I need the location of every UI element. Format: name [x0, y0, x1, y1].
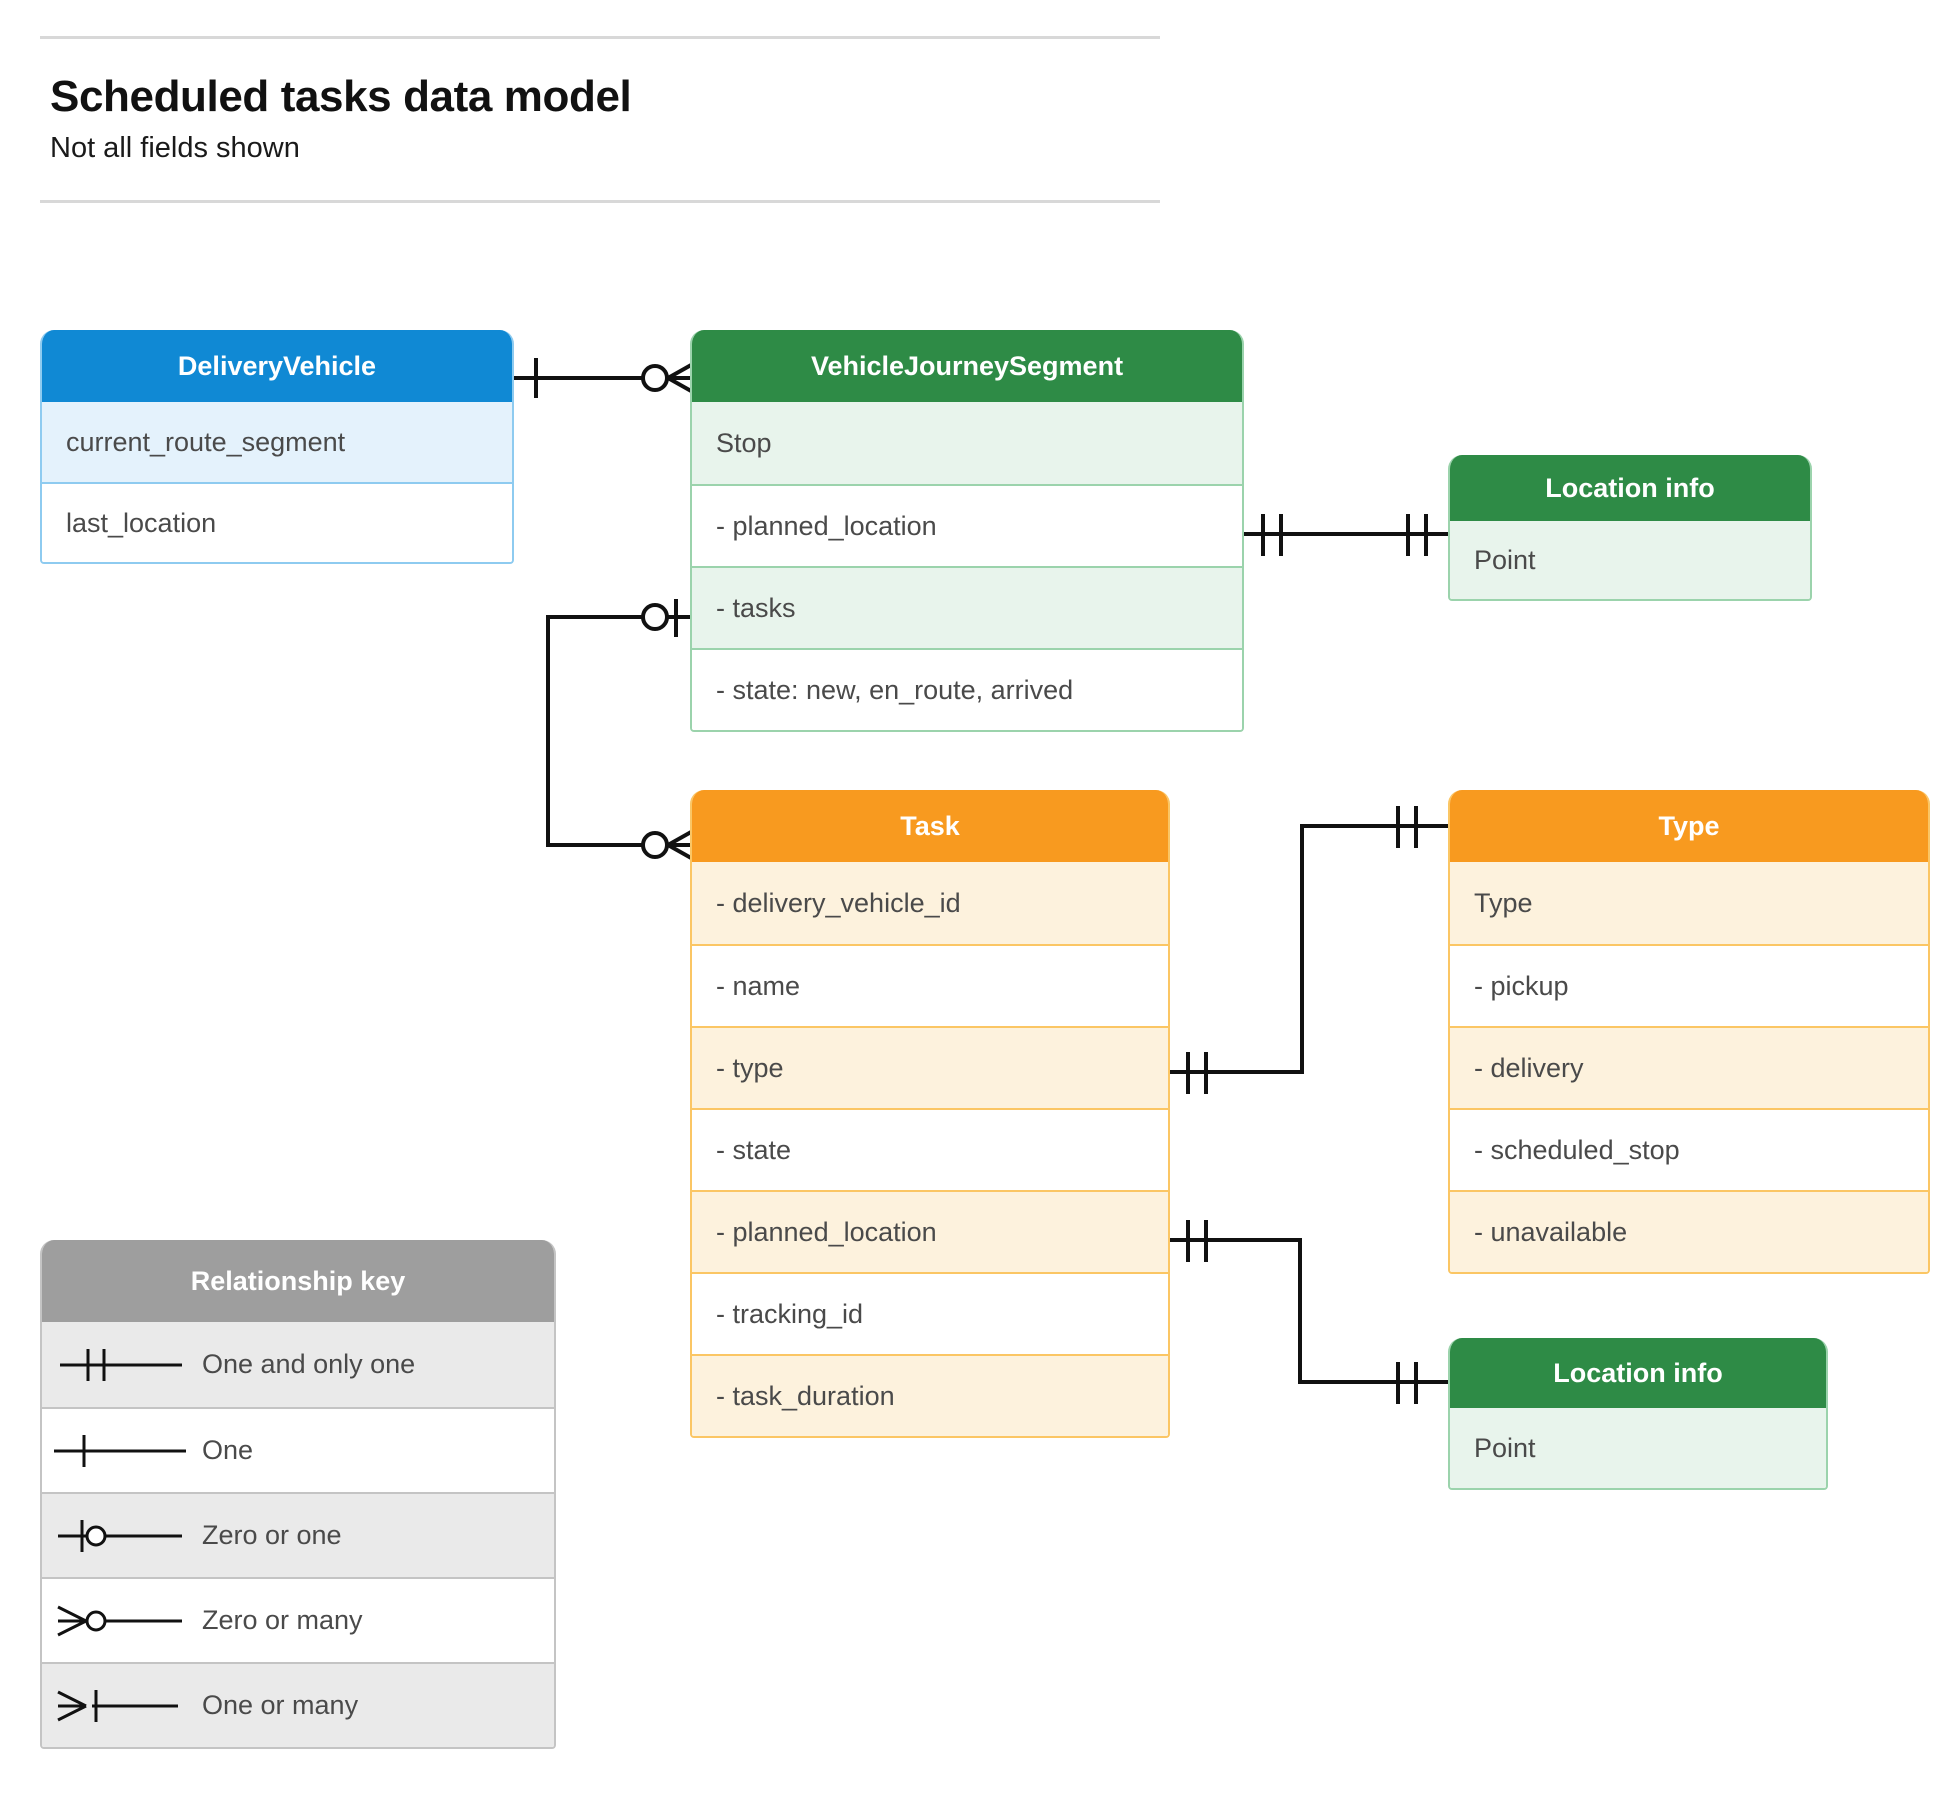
one-icon — [42, 1428, 202, 1474]
connector-task-planned-location-to-location-info-bottom — [1168, 1220, 1450, 1404]
legend-item-one-and-only-one: One and only one — [42, 1322, 554, 1407]
entity-type[interactable]: Type Type - pickup - delivery - schedule… — [1448, 790, 1930, 1274]
field-row: - tasks — [692, 566, 1242, 648]
connector-task-type-to-type — [1168, 806, 1450, 1094]
field-row: - scheduled_stop — [1450, 1108, 1928, 1190]
legend-header: Relationship key — [42, 1240, 554, 1322]
field-row: Point — [1450, 1408, 1826, 1488]
entity-header-type: Type — [1450, 790, 1928, 862]
connector-planned-location-to-location-info-top — [1242, 514, 1450, 556]
entity-header-task: Task — [692, 790, 1168, 862]
zero-or-one-icon — [42, 1513, 202, 1559]
field-row: Type — [1450, 862, 1928, 944]
field-row: - task_duration — [692, 1354, 1168, 1436]
entity-location-info-bottom[interactable]: Location info Point — [1448, 1338, 1828, 1490]
connector-tasks-to-task — [546, 599, 701, 865]
field-row: - pickup — [1450, 944, 1928, 1026]
field-row: Stop — [692, 402, 1242, 484]
one-or-many-icon — [42, 1683, 202, 1729]
field-row: - name — [692, 944, 1168, 1026]
legend-item-label: One or many — [202, 1690, 359, 1720]
field-row: - state: new, en_route, arrived — [692, 648, 1242, 730]
legend-item-one: One — [42, 1407, 554, 1492]
legend-item-one-or-many: One or many — [42, 1662, 554, 1747]
legend-item-zero-or-one: Zero or one — [42, 1492, 554, 1577]
entity-location-info-top[interactable]: Location info Point — [1448, 455, 1812, 601]
legend-item-label: Zero or one — [202, 1520, 342, 1550]
entity-header-location-info-top: Location info — [1450, 455, 1810, 521]
legend-relationship-key[interactable]: Relationship key One and only one One — [40, 1240, 556, 1749]
field-row: Point — [1450, 521, 1810, 599]
entity-delivery-vehicle[interactable]: DeliveryVehicle current_route_segment la… — [40, 330, 514, 564]
field-row: - delivery_vehicle_id — [692, 862, 1168, 944]
connector-deliveryvehicle-to-journeysegment — [514, 358, 701, 398]
field-row: current_route_segment — [42, 402, 512, 482]
page-subtitle: Not all fields shown — [50, 132, 300, 164]
entity-vehicle-journey-segment[interactable]: VehicleJourneySegment Stop - planned_loc… — [690, 330, 1244, 732]
legend-item-label: Zero or many — [202, 1605, 363, 1635]
header-divider-bottom — [40, 200, 1160, 203]
entity-header-location-info-bottom: Location info — [1450, 1338, 1826, 1408]
entity-header-vehicle-journey-segment: VehicleJourneySegment — [692, 330, 1242, 402]
one-and-only-one-icon — [42, 1342, 202, 1388]
entity-header-delivery-vehicle: DeliveryVehicle — [42, 330, 512, 402]
zero-or-many-icon — [42, 1598, 202, 1644]
field-row: - delivery — [1450, 1026, 1928, 1108]
field-row: - unavailable — [1450, 1190, 1928, 1272]
field-row: - type — [692, 1026, 1168, 1108]
legend-item-label: One and only one — [202, 1349, 416, 1379]
field-row: - planned_location — [692, 1190, 1168, 1272]
legend-item-zero-or-many: Zero or many — [42, 1577, 554, 1662]
field-row: last_location — [42, 482, 512, 562]
legend-item-label: One — [202, 1435, 254, 1465]
header-divider-top — [40, 36, 1160, 39]
field-row: - tracking_id — [692, 1272, 1168, 1354]
page-title: Scheduled tasks data model — [50, 72, 632, 121]
field-row: - planned_location — [692, 484, 1242, 566]
entity-task[interactable]: Task - delivery_vehicle_id - name - type… — [690, 790, 1170, 1438]
field-row: - state — [692, 1108, 1168, 1190]
